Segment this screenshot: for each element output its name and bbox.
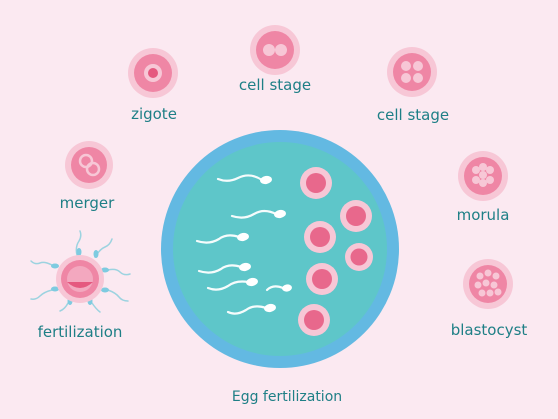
blastocyst-icon	[463, 259, 513, 309]
zygote-icon	[128, 48, 178, 98]
merger-icon	[65, 141, 113, 189]
label-fertilization: fertilization	[37, 323, 123, 341]
label-cell-stage-four: cell stage	[376, 106, 450, 124]
petri-dish-icon	[161, 130, 399, 368]
label-merger: merger	[59, 194, 115, 212]
label-cell-stage-two: cell stage	[238, 76, 312, 94]
morula-icon	[458, 151, 508, 201]
two-cell-icon	[250, 25, 300, 75]
four-cell-icon	[387, 47, 437, 97]
fertilization-icon	[30, 230, 131, 313]
label-zigote: zigote	[131, 105, 177, 123]
label-morula: morula	[456, 206, 510, 224]
label-blastocyst: blastocyst	[450, 321, 528, 339]
egg-cells	[298, 167, 373, 336]
diagram-caption: Egg fertilization	[231, 389, 343, 405]
